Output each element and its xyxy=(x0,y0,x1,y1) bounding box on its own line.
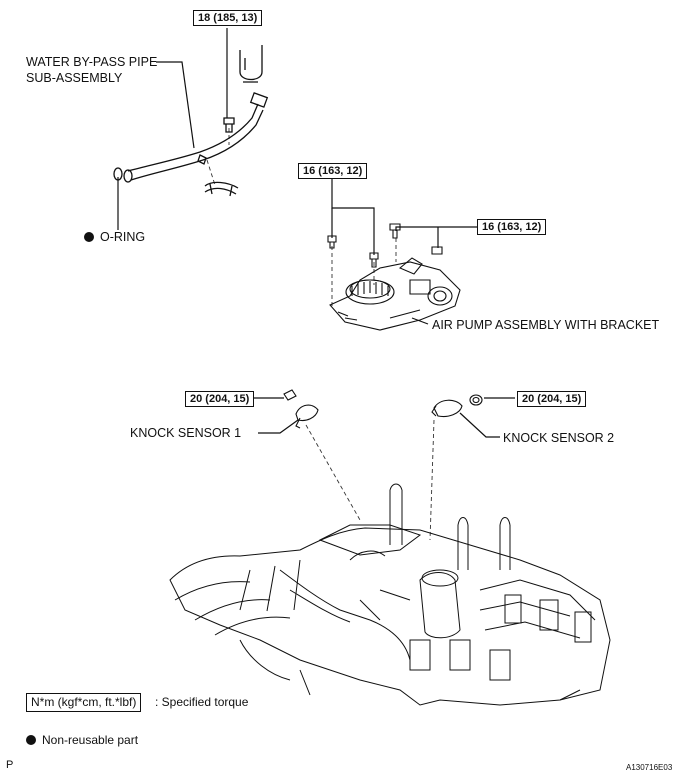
ks1-leader xyxy=(258,419,299,434)
air-pump-leader xyxy=(411,317,429,325)
torque-air-pump-right: 16 (163, 12) xyxy=(477,219,547,235)
water-bypass-pipe-label-line1: WATER BY-PASS PIPE xyxy=(26,55,158,69)
torque-knock-sensor-1: 20 (204, 15) xyxy=(185,391,255,407)
air-pump-torque-left-leader xyxy=(331,178,375,255)
corner-left-code: P xyxy=(6,759,14,771)
non-reusable-dot-icon xyxy=(84,232,94,242)
knock-sensor-2 xyxy=(431,394,483,418)
water-bypass-pipe xyxy=(113,45,269,197)
water-pipe-leader xyxy=(156,61,195,149)
air-pump-assembly xyxy=(327,223,461,331)
air-pump-torque-right-leader xyxy=(395,226,477,231)
air-pump-label: AIR PUMP ASSEMBLY WITH BRACKET xyxy=(432,318,660,332)
knock-sensor-2-label: KNOCK SENSOR 2 xyxy=(503,431,615,445)
knock-sensor-1-label: KNOCK SENSOR 1 xyxy=(130,426,242,440)
non-reusable-legend-text: Non-reusable part xyxy=(42,733,139,747)
torque-knock-sensor-2: 20 (204, 15) xyxy=(517,391,587,407)
engine-block xyxy=(169,483,611,706)
knock-sensor-1 xyxy=(283,389,319,429)
water-bypass-pipe-label-line2: SUB-ASSEMBLY xyxy=(26,71,123,85)
torque-legend-box: N*m (kgf*cm, ft.*lbf) xyxy=(26,693,142,712)
torque-legend-desc: : Specified torque xyxy=(155,695,249,709)
o-ring-text: O-RING xyxy=(100,230,146,244)
torque-water-pipe: 18 (185, 13) xyxy=(193,10,263,26)
non-reusable-legend: Non-reusable part xyxy=(26,733,138,748)
ks2-leader xyxy=(459,412,500,438)
torque-air-pump-left: 16 (163, 12) xyxy=(298,163,368,179)
o-ring-label: O-RING xyxy=(84,230,145,245)
figure-id: A130716E03 xyxy=(626,763,673,772)
non-reusable-legend-dot-icon xyxy=(26,735,36,745)
